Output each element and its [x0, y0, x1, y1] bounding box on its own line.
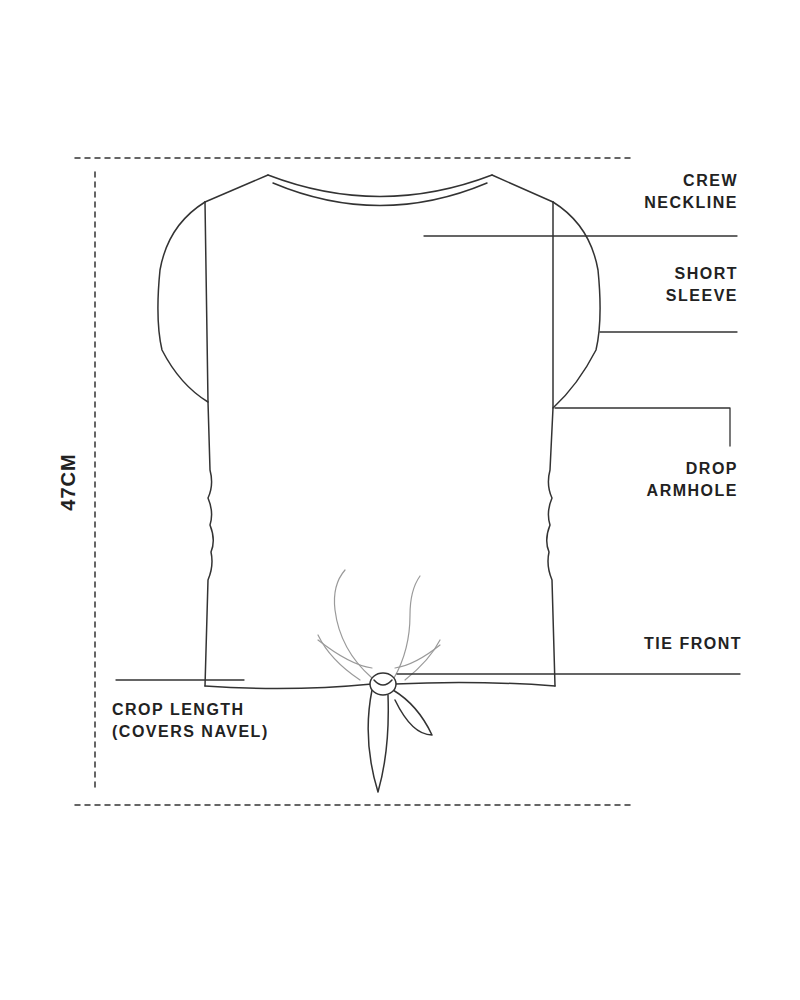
dimension-guide — [75, 157, 635, 159]
right-sleeve — [553, 202, 600, 408]
tie-knot-fold — [374, 680, 392, 685]
dimension-label: 47CM — [57, 453, 79, 510]
part-label: SHORT SLEEVE — [618, 263, 738, 307]
gather-fold — [395, 645, 440, 668]
part-label: CROP LENGTH (COVERS NAVEL) — [112, 699, 302, 743]
hem — [395, 682, 555, 686]
neckline-band — [273, 183, 487, 206]
hem — [205, 684, 372, 689]
part-label: DROP ARMHOLE — [618, 458, 738, 502]
tie-tail — [368, 690, 388, 792]
part-label: CREW NECKLINE — [618, 170, 738, 214]
leader-line — [600, 331, 737, 332]
part-label: TIE FRONT — [560, 633, 742, 655]
leader-line — [424, 235, 737, 236]
gather-fold — [318, 635, 360, 680]
shoulder-seam — [205, 175, 268, 202]
dimension-guide — [75, 804, 635, 806]
tie-knot — [370, 673, 396, 695]
leader-line — [555, 408, 730, 446]
left-sleeve — [158, 202, 208, 402]
leader-line — [116, 679, 244, 680]
tie-tail — [393, 690, 432, 735]
gather-fold — [394, 576, 420, 678]
left-side — [205, 202, 213, 686]
shoulder-seam — [492, 175, 553, 202]
dimension-guide — [94, 172, 96, 790]
leader-line — [397, 673, 740, 674]
gather-fold — [318, 640, 372, 668]
right-side — [547, 202, 555, 686]
